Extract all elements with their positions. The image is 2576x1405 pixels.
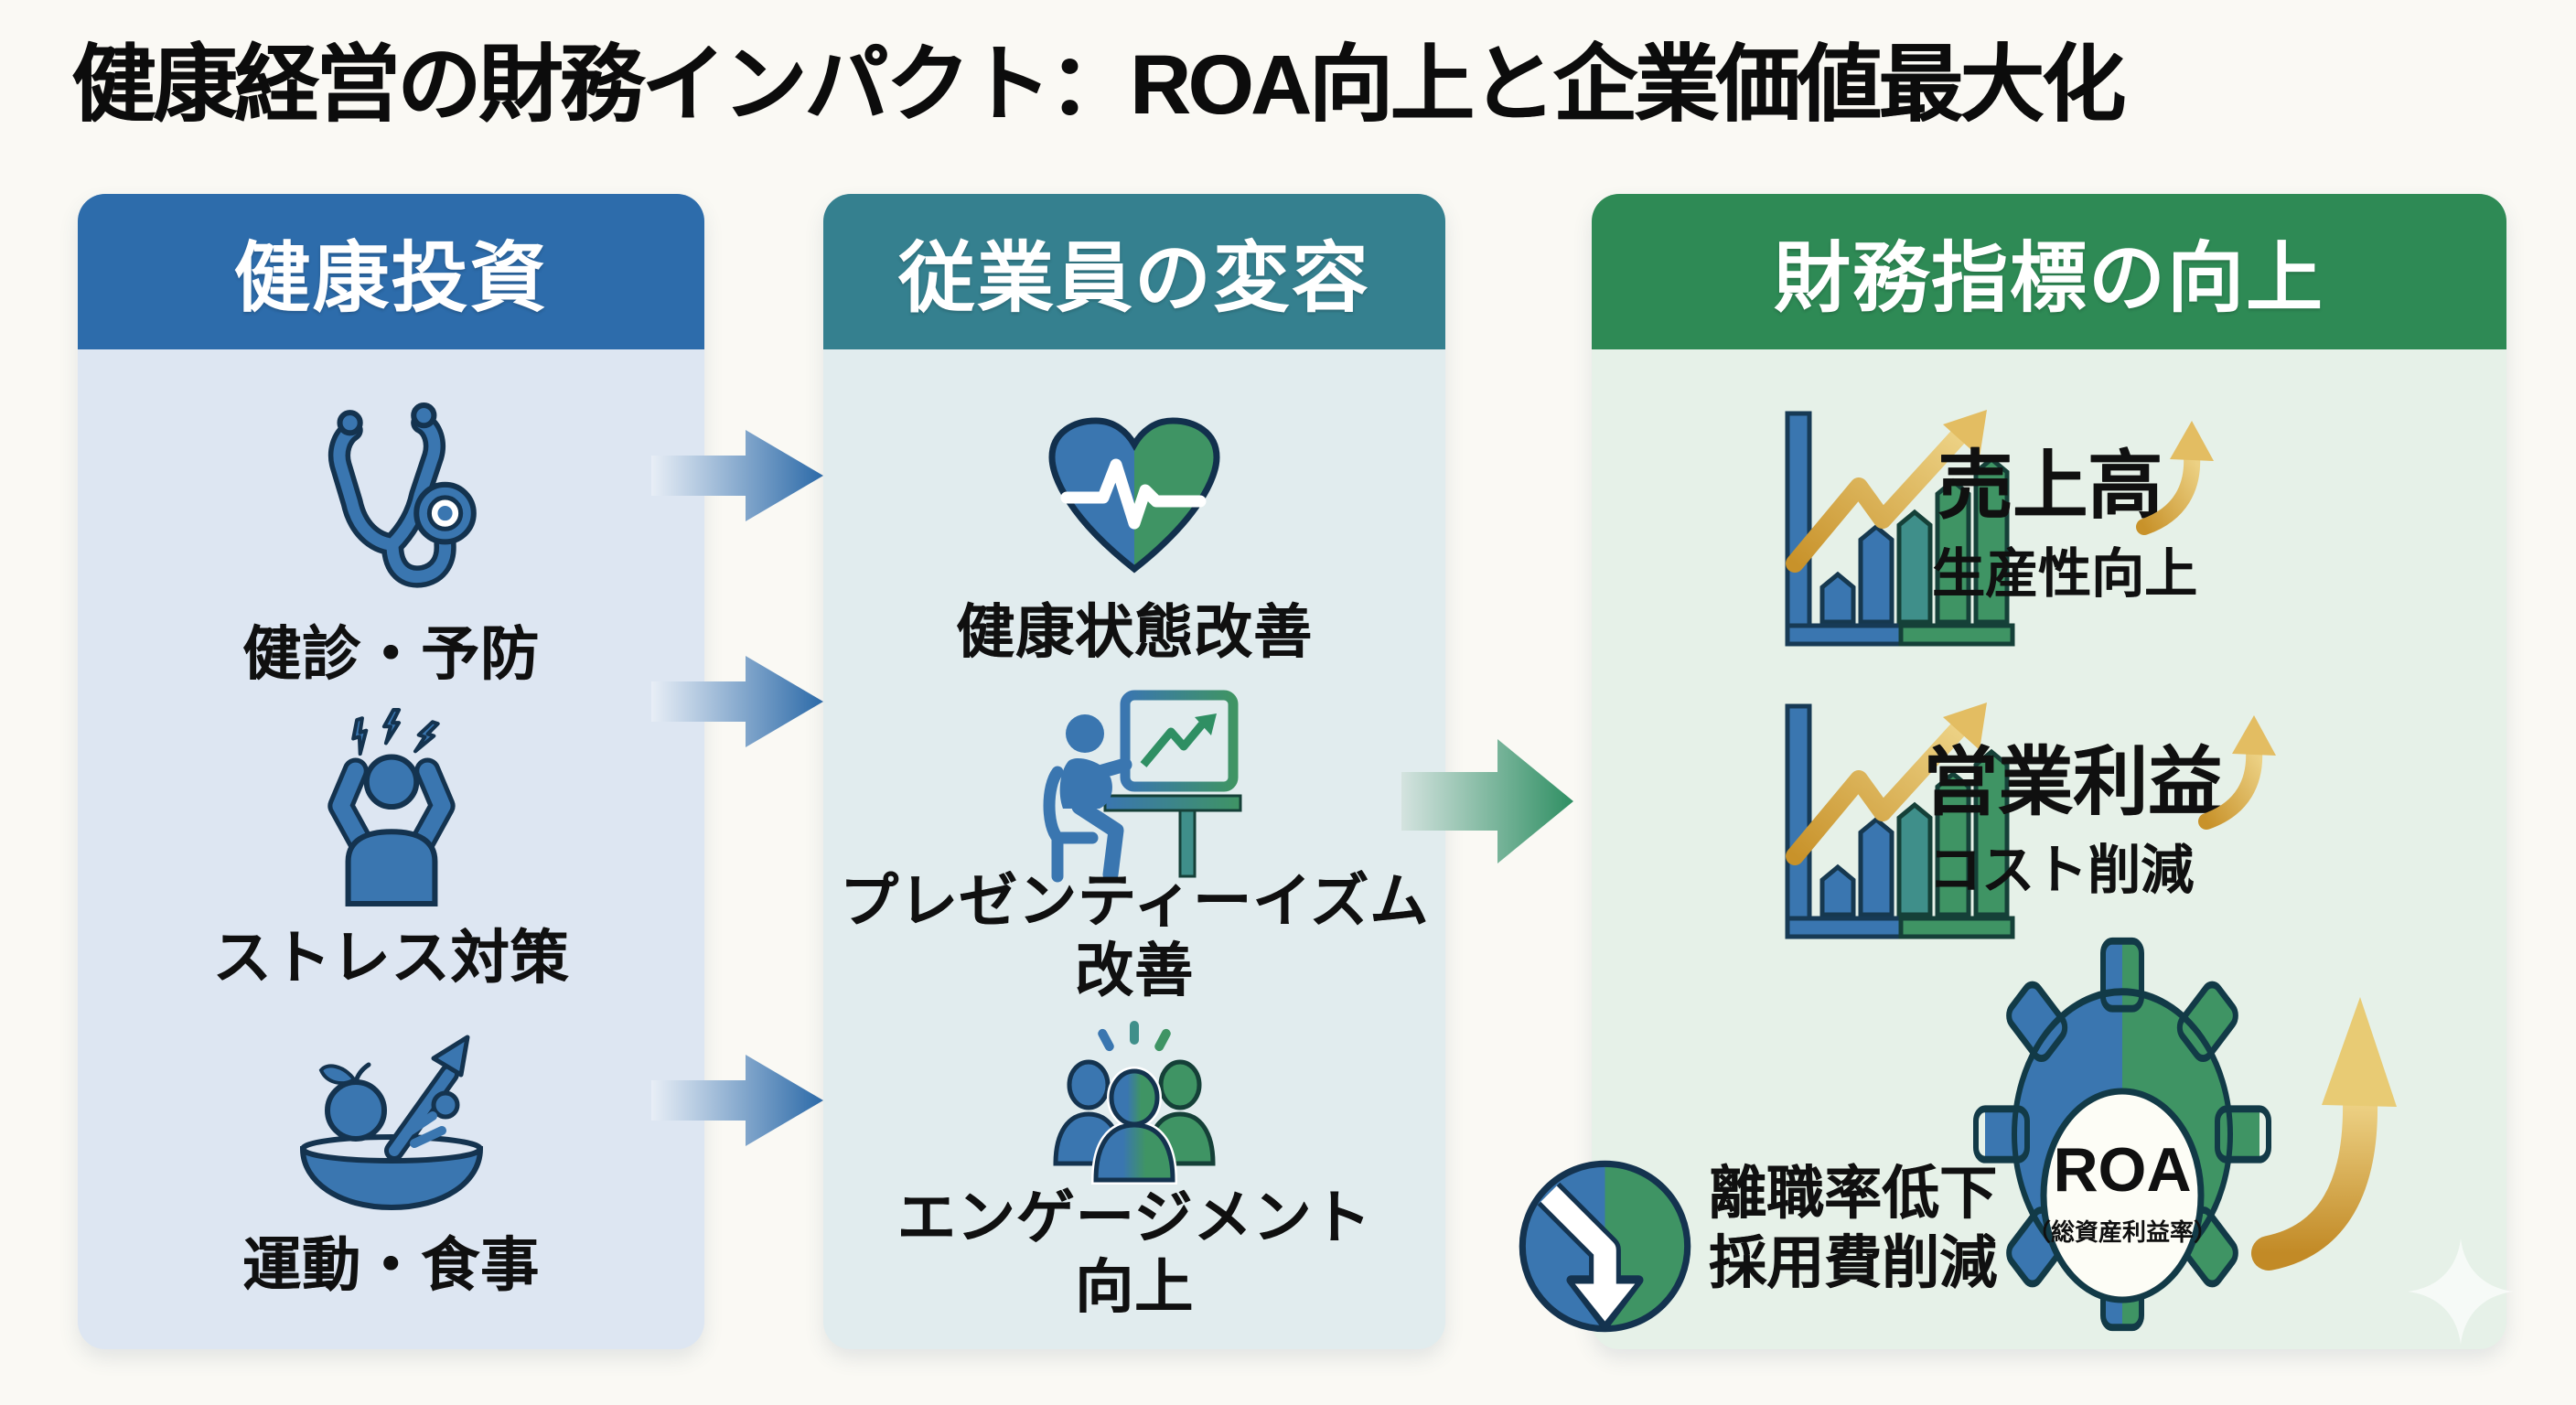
roa-gear-icon: ROA （総資産利益率） xyxy=(1985,942,2259,1315)
panel-header-health-investment: 健康投資 xyxy=(78,194,704,349)
label-engagement-line1: エンゲージメント xyxy=(896,1185,1372,1250)
bar-chart-growth-icon xyxy=(1775,402,2022,649)
label-cost-reduction: コスト削減 xyxy=(1928,841,2195,900)
heart-pulse-icon xyxy=(1043,413,1226,578)
label-health-improvement: 健康状態改善 xyxy=(956,599,1313,665)
panel-health-investment: 健康投資 健診・予防 xyxy=(78,194,704,1349)
sparkle-icon xyxy=(2408,1239,2514,1345)
gold-up-arrow-icon xyxy=(2133,417,2225,535)
stethoscope-icon xyxy=(295,399,488,606)
label-presenteeism-line1: プレゼンティーイズム xyxy=(839,868,1430,934)
panel-header-financial-indicators: 財務指標の向上 xyxy=(1592,194,2506,349)
panel-financial-indicators: 財務指標の向上 売上高 xyxy=(1519,194,2514,1349)
down-circle-icon xyxy=(1511,1153,1699,1340)
presentation-icon xyxy=(1026,688,1246,885)
panel-header-employee-transformation: 従業員の変容 xyxy=(823,194,1445,349)
roa-sublabel: （総資産利益率） xyxy=(2027,1218,2217,1246)
gold-curved-up-arrow-icon xyxy=(2243,979,2408,1271)
panel-employee-transformation: 従業員の変容 健康状態改善 xyxy=(823,194,1445,1349)
flow-arrow-right-icon xyxy=(651,1053,825,1148)
flow-arrow-right-icon xyxy=(651,654,825,749)
roa-label: ROA xyxy=(2053,1135,2191,1205)
label-sales: 売上高 xyxy=(1937,445,2163,528)
label-turnover-line2: 採用費削減 xyxy=(1709,1230,1997,1295)
label-turnover: 離職率低下 採用費削減 xyxy=(1709,1160,1997,1298)
stressed-person-icon xyxy=(295,702,488,907)
diet-exercise-icon xyxy=(286,1015,497,1217)
label-checkup-prevention: 健診・予防 xyxy=(242,621,540,687)
label-exercise-diet: 運動・食事 xyxy=(242,1232,540,1298)
label-engagement: エンゲージメント 向上 xyxy=(823,1184,1445,1322)
label-turnover-line1: 離職率低下 xyxy=(1709,1162,1997,1226)
flow-arrow-right-icon xyxy=(651,428,825,523)
label-operating-profit: 営業利益 xyxy=(1923,741,2224,824)
label-presenteeism-line2: 改善 xyxy=(1075,937,1194,1003)
page-title: 健康経営の財務インパクト：ROA向上と企業価値最大化 xyxy=(71,38,2125,132)
label-productivity: 生産性向上 xyxy=(1932,544,2198,604)
label-presenteeism: プレゼンティーイズム 改善 xyxy=(823,867,1445,1005)
label-stress-care: ストレス対策 xyxy=(212,925,570,991)
team-engagement-icon xyxy=(1025,1015,1244,1189)
label-engagement-line2: 向上 xyxy=(1075,1253,1194,1320)
bar-chart-growth-icon xyxy=(1775,695,2022,942)
flow-arrow-right-teal-icon xyxy=(1401,737,1575,865)
gold-up-arrow-icon xyxy=(2195,712,2287,830)
